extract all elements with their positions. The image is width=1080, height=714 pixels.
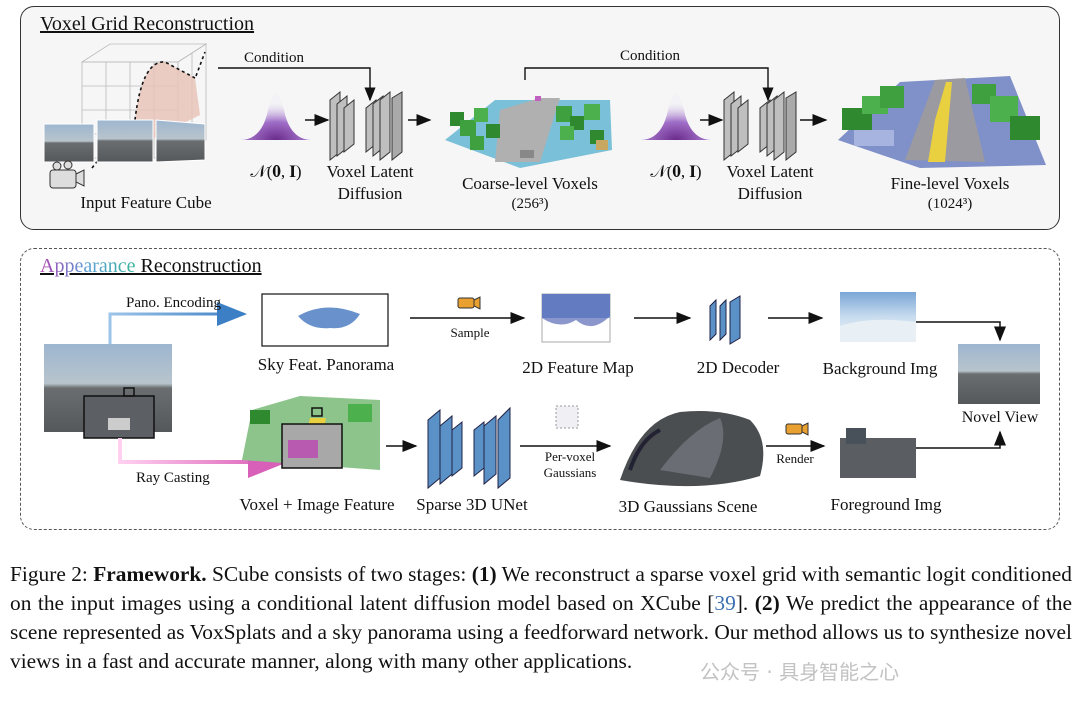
- render-label: Render: [776, 451, 814, 466]
- figure-caption: Figure 2: Framework. SCube consists of t…: [10, 560, 1072, 676]
- caption-text-1: SCube consists of two stages:: [206, 562, 472, 586]
- voxel-latent-diffusion-icon-2: [723, 90, 797, 162]
- camera-icon: [49, 160, 85, 189]
- caption-citation-link[interactable]: 39: [714, 591, 736, 615]
- novel-view-image: [958, 344, 1040, 404]
- fine-voxels-label: Fine-level Voxels: [890, 174, 1010, 193]
- vld-label-1-line2: Diffusion: [337, 184, 403, 203]
- fine-voxels-image: [838, 76, 1046, 168]
- normal-dist-label-1: 𝒩(𝟎, 𝐈): [250, 162, 302, 181]
- condition-label-1: Condition: [244, 50, 305, 66]
- decoder-icon: [709, 295, 741, 345]
- caption-text-4: We predict the appearance of the scene r…: [10, 591, 1072, 673]
- watermark: 公众号 · 具身智能之心: [700, 660, 900, 684]
- pano-encoding-label: Pano. Encoding: [126, 295, 221, 311]
- feature-map-image: [541, 293, 611, 343]
- novel-view-label: Novel View: [961, 409, 1039, 426]
- voxel-grid-title: Voxel Grid Reconstruction: [40, 13, 255, 35]
- coarse-voxels-image: [445, 96, 612, 168]
- vld-label-2-line1: Voxel Latent: [726, 162, 814, 181]
- background-img-label: Background Img: [822, 359, 938, 378]
- vld-label-1-line1: Voxel Latent: [326, 162, 414, 181]
- appearance-title: Appearance Reconstruction: [40, 255, 262, 277]
- caption-step-2: (2): [754, 591, 780, 615]
- caption-step-1: (1): [471, 562, 497, 586]
- per-voxel-label: Per-voxel: [544, 449, 596, 464]
- foreground-img-label: Foreground Img: [830, 495, 942, 514]
- foreground-image: [840, 418, 916, 478]
- gaussians-scene-label: 3D Gaussians Scene: [618, 497, 758, 516]
- caption-bold: Framework.: [93, 562, 207, 586]
- decoder-label: 2D Decoder: [696, 358, 780, 377]
- caption-figure-number: Figure 2:: [10, 562, 88, 586]
- camera-icon-sample: [457, 296, 481, 310]
- input-image: [44, 344, 172, 439]
- sample-label: Sample: [450, 325, 490, 340]
- input-feature-cube-icon: [43, 43, 208, 189]
- coarse-res-label: (256³): [511, 196, 549, 212]
- unet-label: Sparse 3D UNet: [416, 495, 528, 514]
- background-image: [840, 292, 916, 342]
- ray-casting-label: Ray Casting: [136, 470, 210, 486]
- caption-text-2: We reconstruct a sparse voxel grid with …: [10, 562, 1072, 615]
- input-feature-cube-label: Input Feature Cube: [80, 193, 212, 212]
- voxel-image-feature-image: [242, 396, 380, 470]
- voxel-image-feature-label: Voxel + Image Feature: [239, 495, 395, 514]
- gaussians-label: Gaussians: [543, 465, 597, 480]
- normal-dist-label-2: 𝒩(𝟎, 𝐈): [650, 162, 702, 181]
- unet-icon: [427, 406, 511, 490]
- camera-icon-render: [785, 422, 809, 436]
- voxel-latent-diffusion-icon: [329, 90, 403, 162]
- gaussians-scene-image: [620, 411, 764, 487]
- caption-text-3: ].: [735, 591, 755, 615]
- coarse-voxels-label: Coarse-level Voxels: [462, 174, 598, 193]
- feature-map-label: 2D Feature Map: [522, 358, 634, 377]
- gaussian-noise-icon: [240, 94, 312, 140]
- vld-label-2-line2: Diffusion: [737, 184, 803, 203]
- sky-panorama-label: Sky Feat. Panorama: [257, 355, 395, 374]
- condition-label-2: Condition: [620, 48, 681, 64]
- gaussian-noise-icon-2: [640, 94, 712, 140]
- per-voxel-gaussian-icon: [555, 405, 579, 429]
- fine-res-label: (1024³): [927, 196, 973, 212]
